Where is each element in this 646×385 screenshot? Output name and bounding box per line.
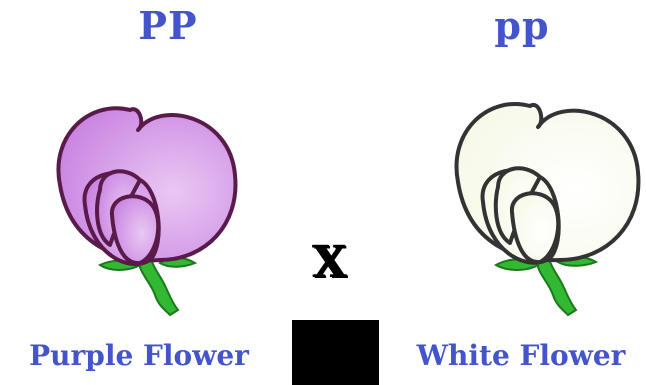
purple-flower-icon	[40, 95, 260, 320]
cross-symbol: X	[300, 238, 360, 288]
genotype-right: pp	[482, 4, 562, 48]
white-flower-icon	[438, 90, 646, 320]
genotype-left: PP	[128, 4, 208, 48]
white-flower-label: White Flower	[396, 338, 646, 374]
purple-flower-label: Purple Flower	[0, 338, 278, 374]
black-box	[292, 320, 379, 385]
